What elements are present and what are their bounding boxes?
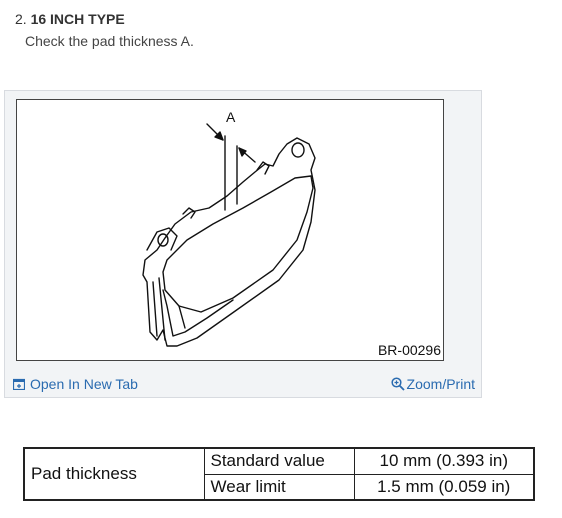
zoom-print-label: Zoom/Print (406, 376, 475, 392)
figure-code: BR-00296 (377, 342, 441, 358)
step-instruction: Check the pad thickness A. (25, 33, 194, 49)
spec-label-wear-limit: Wear limit (203, 473, 355, 501)
spec-value-standard: 10 mm (0.393 in) (353, 447, 535, 475)
open-new-tab-link[interactable]: Open In New Tab (13, 376, 138, 392)
step-number: 2. (15, 11, 27, 27)
table-row: Wear limit 1.5 mm (0.059 in) (24, 473, 535, 501)
brake-pad-illustration: A (142, 109, 316, 347)
spec-row-header: Pad thickness (23, 447, 205, 501)
pad-thickness-spec-table: Pad thickness Standard value 10 mm (0.39… (23, 447, 535, 501)
spec-label-standard: Standard value (203, 447, 355, 475)
figure-frame[interactable]: A BR-00296 (16, 99, 444, 361)
open-new-tab-icon (13, 378, 25, 390)
callout-label: A (226, 109, 236, 125)
step-heading: 16 INCH TYPE (30, 11, 125, 27)
open-new-tab-label: Open In New Tab (30, 376, 138, 392)
step-title: 2. 16 INCH TYPE (15, 11, 125, 27)
zoom-icon (390, 377, 405, 391)
zoom-print-link[interactable]: Zoom/Print (390, 376, 475, 392)
table-row: Pad thickness Standard value 10 mm (0.39… (23, 447, 535, 501)
spec-value-wear-limit: 1.5 mm (0.059 in) (353, 473, 535, 501)
figure-card: A BR-00296 Open In New Tab Zoom/Print (4, 90, 482, 398)
